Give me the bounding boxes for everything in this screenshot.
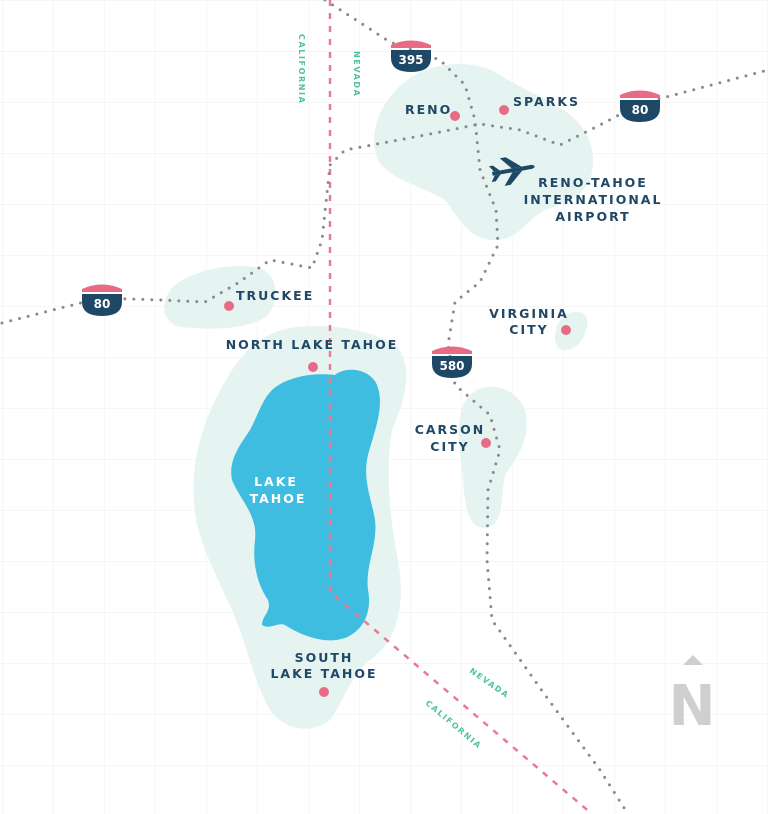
reno-area: [374, 64, 594, 241]
south-lake-tahoe-dot[interactable]: [319, 687, 329, 697]
virginia-city-label-2: CITY: [509, 322, 548, 337]
virginia-city-label-1: VIRGINIA: [489, 306, 569, 321]
north-lake-tahoe-dot[interactable]: [308, 362, 318, 372]
highway-shield-395: 395: [391, 40, 431, 72]
sparks-dot[interactable]: [499, 105, 509, 115]
shield-number: 80: [94, 297, 111, 311]
south-lake-tahoe-label-1: SOUTH: [295, 650, 354, 665]
airplane-icon: [488, 157, 535, 186]
lake-label-1: LAKE: [254, 474, 298, 489]
truckee-label: TRUCKEE: [236, 288, 314, 303]
highway-shield-580: 580: [432, 346, 472, 378]
virginia-city-area: [554, 311, 588, 351]
airport-label-3: AIRPORT: [555, 209, 630, 224]
shield-number: 395: [398, 53, 423, 67]
state-border: [328, 0, 593, 814]
shield-number: 580: [439, 359, 464, 373]
carson-city-label-2: CITY: [430, 439, 469, 454]
carson-city-dot[interactable]: [481, 438, 491, 448]
south-lake-tahoe-label-2: LAKE TAHOE: [270, 666, 377, 681]
compass-letter: N: [669, 674, 716, 739]
sparks-label: SPARKS: [513, 94, 580, 109]
lake-label-2: TAHOE: [250, 491, 307, 506]
nevada-label-top: NEVADA: [352, 51, 361, 97]
truckee-dot[interactable]: [224, 301, 234, 311]
airport-label-1: RENO-TAHOE: [538, 175, 648, 190]
road-i395-i580: [323, 0, 630, 814]
truckee-area: [164, 265, 276, 329]
lake-tahoe-water: [231, 369, 380, 641]
carson-area: [458, 386, 527, 528]
highway-shield-80-east: 80: [620, 90, 660, 122]
shield-number: 80: [632, 103, 649, 117]
carson-city-label-1: CARSON: [415, 422, 486, 437]
airport-label-2: INTERNATIONAL: [524, 192, 663, 207]
reno-dot[interactable]: [450, 111, 460, 121]
road-i80: [0, 68, 768, 325]
virginia-city-dot[interactable]: [561, 325, 571, 335]
highway-shield-80-west: 80: [82, 284, 122, 316]
north-arrow-icon: N: [669, 655, 716, 739]
california-label-top: CALIFORNIA: [297, 34, 306, 104]
north-lake-tahoe-label: NORTH LAKE TAHOE: [226, 337, 399, 352]
reno-label: RENO: [405, 102, 452, 117]
